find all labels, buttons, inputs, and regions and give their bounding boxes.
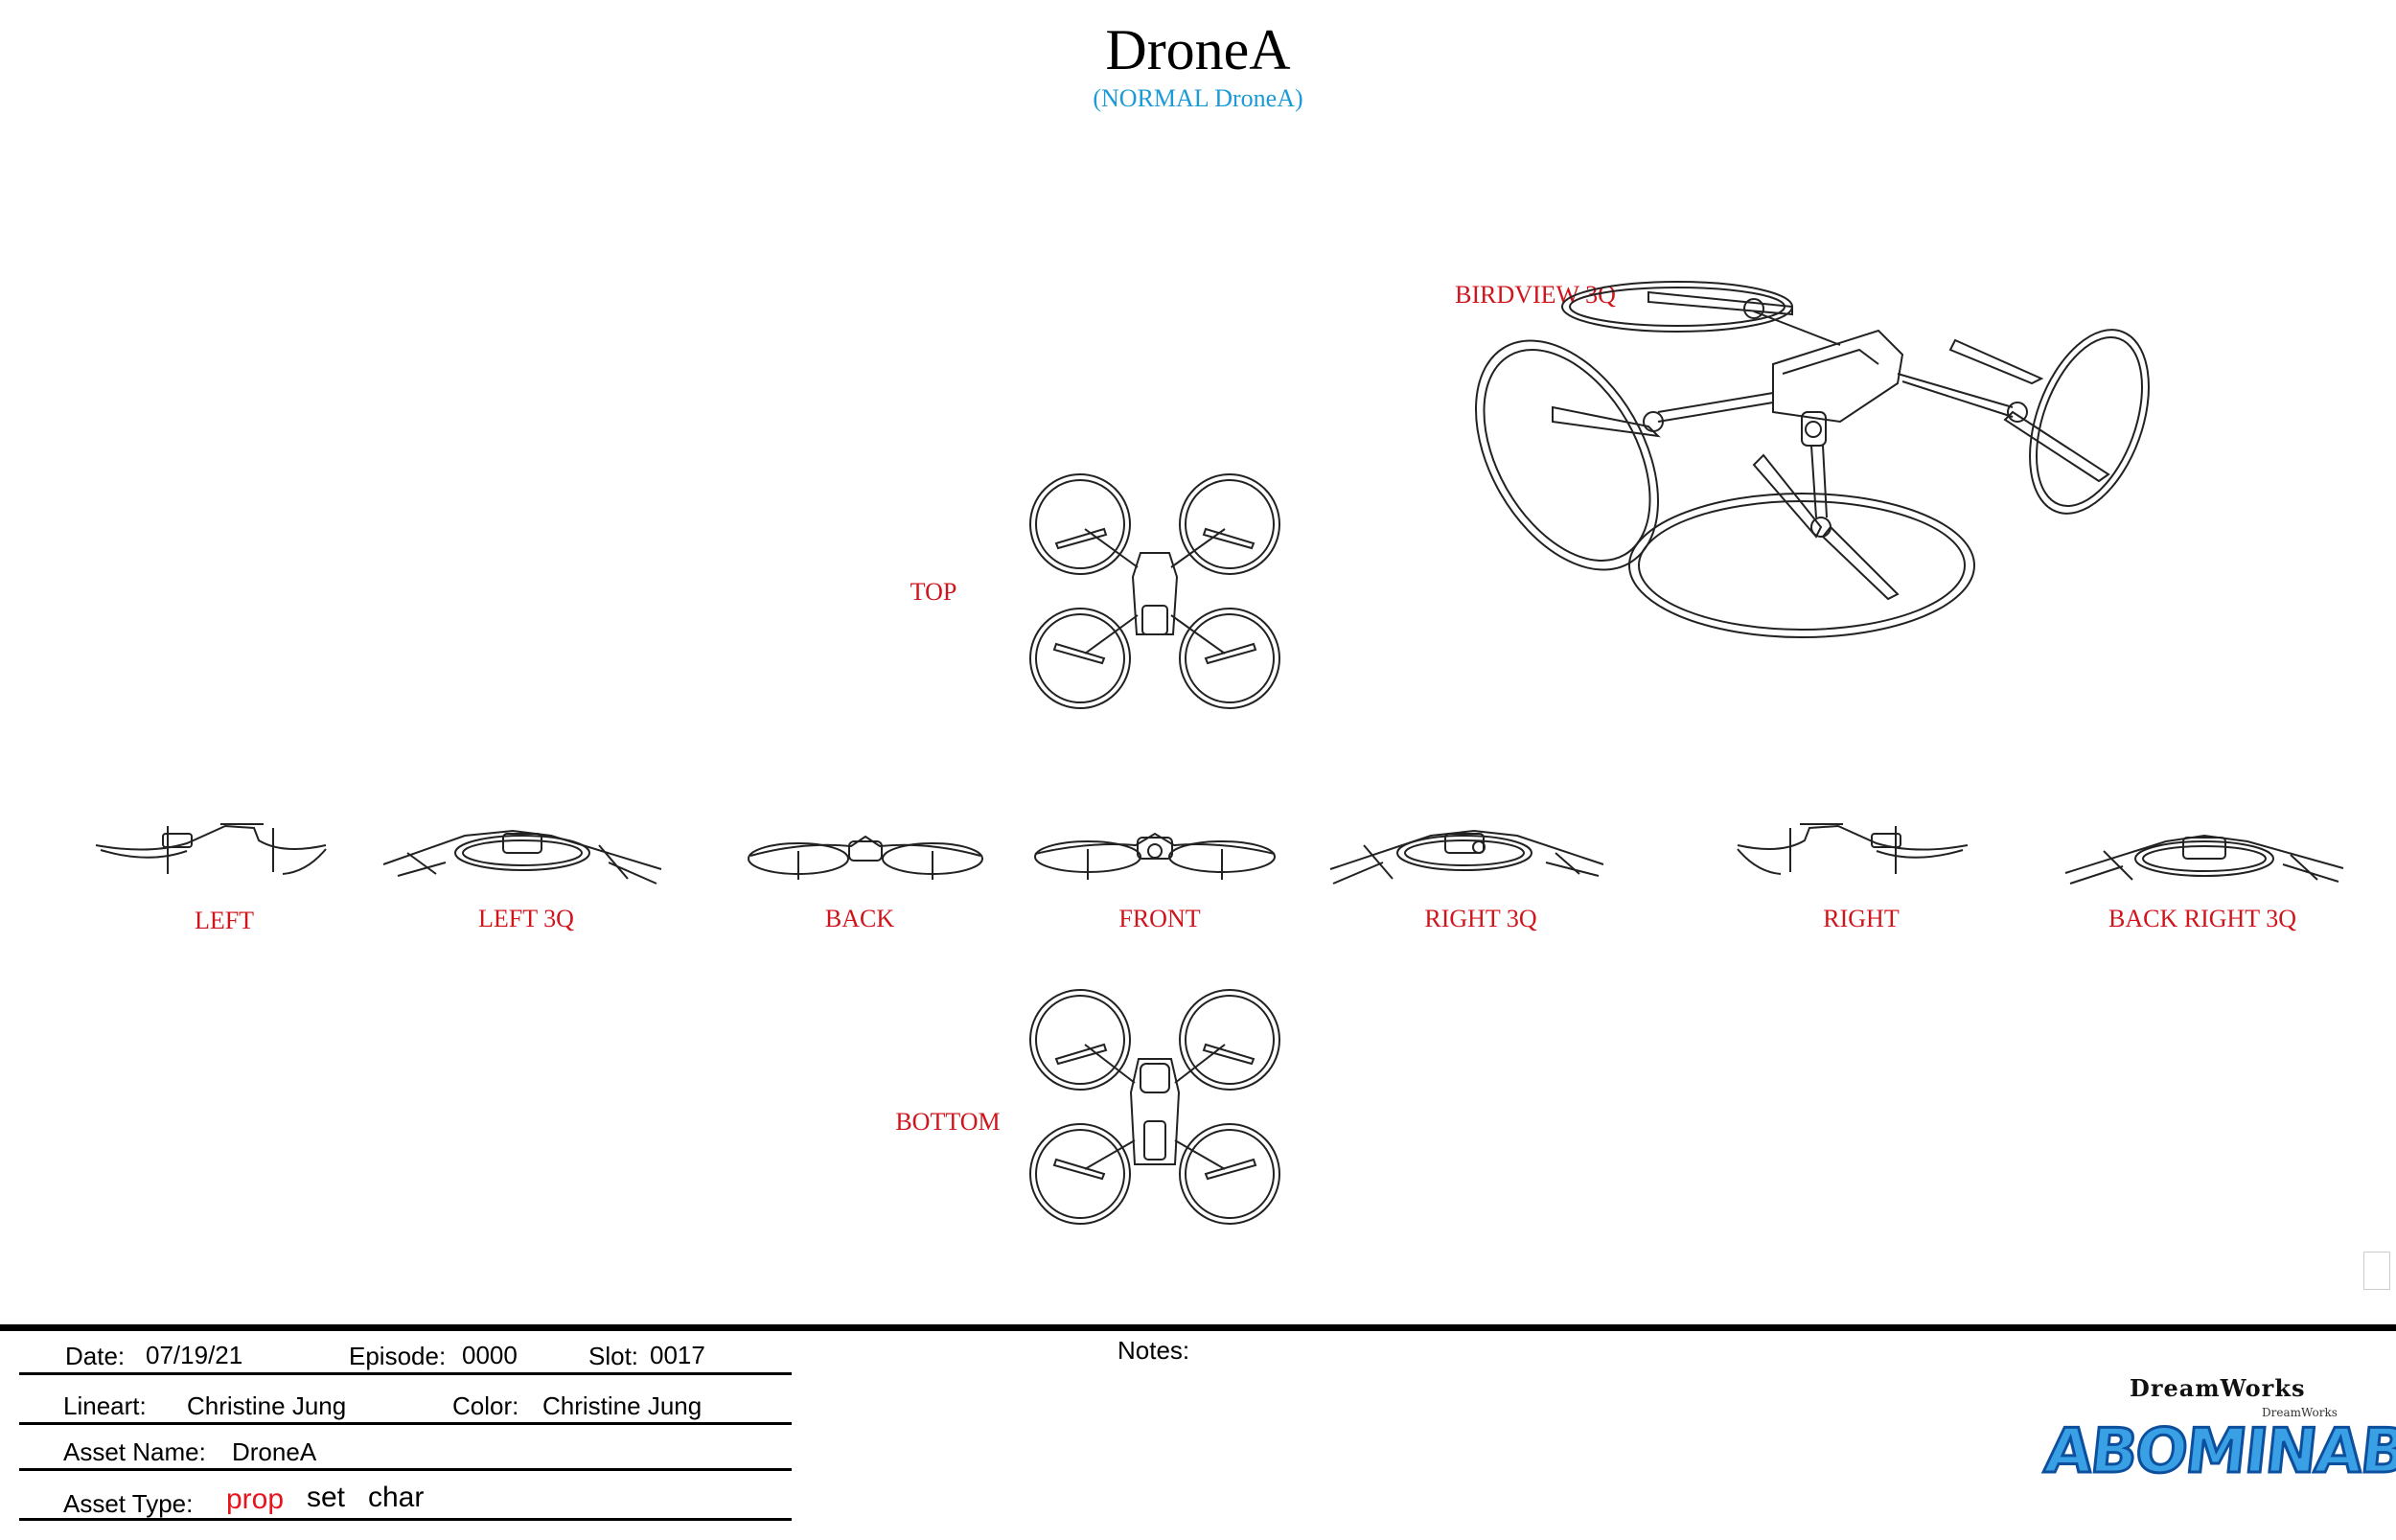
form-divider-2 [19,1422,792,1425]
form-divider-4 [19,1518,792,1521]
asset-name-label: Asset Name: [63,1437,206,1466]
asset-type-prop: prop [226,1483,285,1515]
drone-left-3q-drawing [382,829,662,885]
slot-label: Slot: [588,1342,639,1370]
label-front: FRONT [1118,905,1201,932]
episode-value: 0000 [462,1341,518,1369]
sheet-title: DroneA [1105,18,1291,81]
label-birdview-3q: BIRDVIEW 3Q [1455,281,1616,309]
asset-type-char: char [368,1482,425,1513]
label-back: BACK [824,905,895,932]
notes-label: Notes: [1117,1336,1190,1365]
drone-bottom-drawing [1029,989,1280,1225]
drone-right-drawing [1737,823,1969,875]
drone-back-right-3q-drawing [2064,834,2344,885]
label-right-3q: RIGHT 3Q [1424,905,1537,932]
label-left-3q: LEFT 3Q [478,905,574,932]
asset-name-value: DroneA [232,1437,317,1466]
slot-value: 0017 [650,1341,705,1369]
corner-box [2363,1252,2390,1290]
abominable-logo: ABOMINABLE [2040,1415,2396,1489]
color-value: Christine Jung [542,1391,703,1420]
dreamworks-small-logo: DreamWorks [2262,1406,2338,1419]
date-value: 07/19/21 [146,1341,243,1369]
sheet-subtitle: (NORMAL DroneA) [1093,84,1303,112]
episode-label: Episode: [349,1342,447,1370]
drone-left-drawing [95,823,327,875]
drone-right-3q-drawing [1329,829,1604,885]
dreamworks-logo: DreamWorks [2130,1374,2306,1402]
drone-top-drawing [1029,473,1280,709]
form-divider-3 [19,1468,792,1471]
label-top: TOP [910,578,957,606]
drone-birdview-3q-drawing [1475,281,2150,638]
asset-type-set: set [307,1482,346,1513]
lineart-value: Christine Jung [187,1391,347,1420]
drone-back-drawing [748,835,983,880]
lineart-label: Lineart: [63,1391,147,1420]
label-right: RIGHT [1823,905,1900,932]
footer-rule [0,1324,2396,1331]
date-label: Date: [65,1342,126,1370]
color-label: Color: [452,1391,519,1420]
label-left: LEFT [194,907,255,934]
form-divider-1 [19,1372,792,1375]
label-back-right-3q: BACK RIGHT 3Q [2108,905,2296,932]
drone-front-drawing [1034,832,1276,880]
label-bottom: BOTTOM [895,1108,1001,1136]
asset-type-label: Asset Type: [63,1489,194,1518]
